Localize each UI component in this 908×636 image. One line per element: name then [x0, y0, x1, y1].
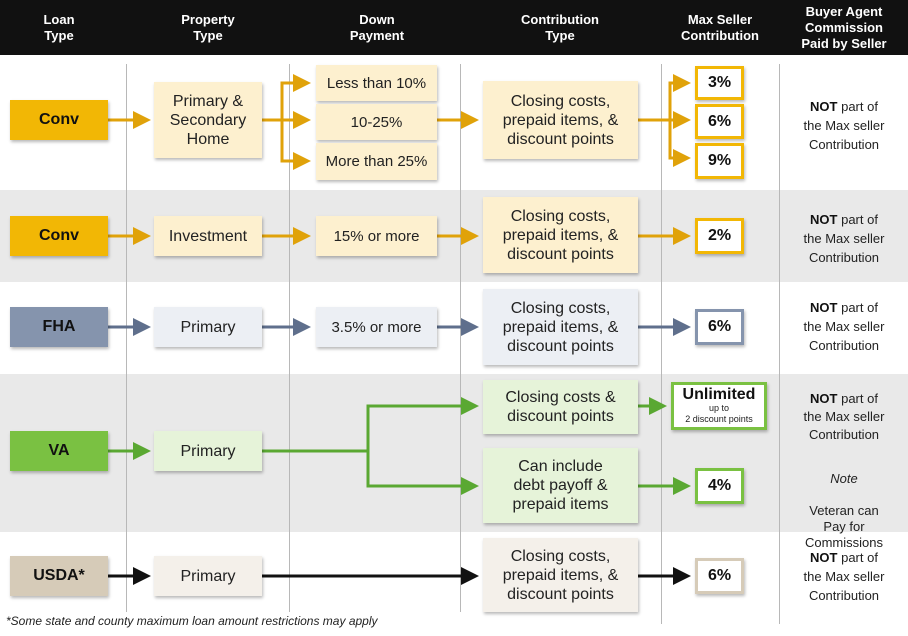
note-italic: Note [830, 471, 858, 486]
note-text: part of [837, 99, 878, 114]
header-down-payment: Down Payment [349, 11, 405, 43]
note-text: Contribution [808, 427, 880, 442]
buyer-agent-note-va: NOT part of the Max seller Contribution [780, 390, 908, 444]
max-seller-4: 4% [695, 468, 744, 504]
contribution-type-closing-costs: Closing costs, prepaid items, & discount… [483, 538, 638, 612]
note-text: the Max seller [803, 231, 885, 246]
buyer-agent-note-conv: NOT part of the Max seller Contribution [780, 97, 908, 154]
buyer-agent-note-conv-investment: NOT part of the Max seller Contribution [780, 210, 908, 267]
property-type-primary: Primary [154, 556, 262, 596]
note-text: part of [837, 550, 878, 565]
property-type-primary-secondary: Primary & Secondary Home [154, 82, 262, 158]
property-type-primary: Primary [154, 431, 262, 471]
note-not: NOT [810, 300, 838, 315]
buyer-agent-note-usda: NOT part of the Max seller Contribution [780, 548, 908, 605]
note-text: the Max seller [803, 569, 885, 584]
loan-type-usda: USDA* [10, 556, 108, 596]
loan-type-conv-investment: Conv [10, 216, 108, 256]
header-buyer-agent: Buyer Agent Commission Paid by Seller [801, 3, 887, 51]
buyer-agent-note-fha: NOT part of the Max seller Contribution [780, 298, 908, 355]
note-text: the Max seller [803, 118, 885, 133]
footnote: *Some state and county maximum loan amou… [6, 614, 378, 628]
note-text: the Max seller [803, 319, 885, 334]
header-loan-type: Loan Type [43, 11, 75, 43]
down-payment-less-than-10: Less than 10% [316, 65, 437, 101]
note-text: Contribution [808, 137, 880, 152]
max-seller-3: 3% [695, 66, 744, 100]
max-seller-9: 9% [695, 143, 744, 179]
note-text: Contribution [808, 338, 880, 353]
column-divider [460, 64, 461, 612]
note-text: the Max seller [803, 409, 885, 424]
loan-type-conv: Conv [10, 100, 108, 140]
column-divider [289, 64, 290, 612]
loan-type-fha: FHA [10, 307, 108, 347]
va-arrows [108, 397, 691, 495]
contribution-type-closing-discount: Closing costs & discount points [483, 380, 638, 434]
down-payment-3-5-or-more: 3.5% or more [316, 307, 437, 347]
unlimited-label: Unlimited [682, 386, 756, 403]
down-payment-10-25: 10-25% [316, 104, 437, 140]
unlimited-sub-label: up to 2 discount points [685, 403, 753, 424]
down-payment-15-or-more: 15% or more [316, 216, 437, 256]
contribution-type-closing-costs: Closing costs, prepaid items, & discount… [483, 289, 638, 365]
note-not: NOT [810, 99, 838, 114]
note-text: Contribution [808, 250, 880, 265]
max-seller-6: 6% [695, 104, 744, 139]
column-divider [126, 64, 127, 612]
header-property-type: Property Type [181, 11, 235, 43]
note-text: part of [837, 212, 878, 227]
contribution-type-closing-costs: Closing costs, prepaid items, & discount… [483, 81, 638, 159]
note-text: Contribution [808, 588, 880, 603]
down-payment-more-than-25: More than 25% [316, 143, 437, 180]
note-text: part of [837, 391, 878, 406]
column-divider [661, 64, 662, 624]
conv-primary-arrows [108, 74, 691, 170]
note-not: NOT [810, 212, 838, 227]
column-divider [779, 64, 780, 624]
note-text: Veteran can Pay for Commissions [804, 503, 883, 550]
max-seller-2: 2% [695, 218, 744, 254]
contribution-type-closing-costs: Closing costs, prepaid items, & discount… [483, 197, 638, 273]
loan-type-va: VA [10, 431, 108, 471]
buyer-agent-note-va-extra: Note Veteran can Pay for Commissions [780, 455, 908, 567]
note-not: NOT [810, 550, 838, 565]
max-seller-6: 6% [695, 309, 744, 345]
property-type-investment: Investment [154, 216, 262, 256]
note-text: part of [837, 300, 878, 315]
contribution-type-debt-payoff: Can include debt payoff & prepaid items [483, 448, 638, 523]
header-bar: Loan Type Property Type Down Payment Con… [0, 0, 908, 55]
header-contribution-type: Contribution Type [521, 11, 599, 43]
property-type-primary: Primary [154, 307, 262, 347]
header-max-seller: Max Seller Contribution [681, 11, 759, 43]
note-not: NOT [810, 391, 838, 406]
max-seller-6: 6% [695, 558, 744, 594]
max-seller-unlimited: Unlimited up to 2 discount points [671, 382, 767, 430]
